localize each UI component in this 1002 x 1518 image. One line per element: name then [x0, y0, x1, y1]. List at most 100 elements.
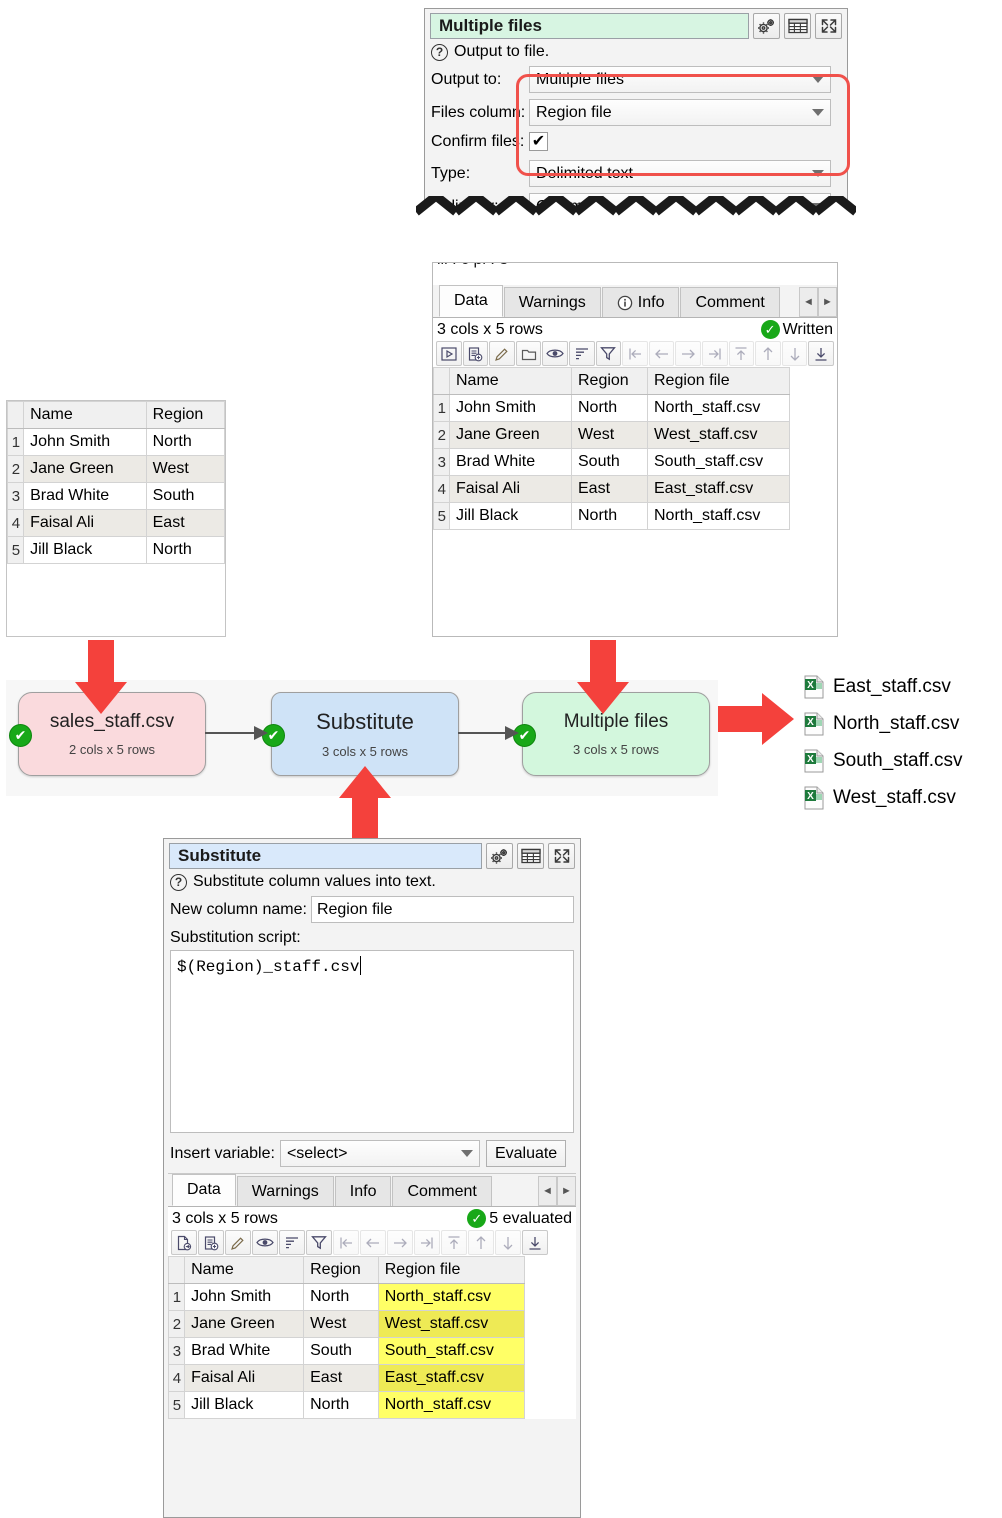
cell-region-file[interactable]: South_staff.csv — [377, 1337, 526, 1365]
cell-name[interactable]: Jill Black — [449, 502, 572, 530]
col-header-region[interactable]: Region — [571, 367, 648, 395]
cell-name[interactable]: Brad White — [23, 482, 147, 510]
cell-name[interactable]: Jane Green — [23, 455, 147, 483]
top-icon[interactable] — [441, 1230, 467, 1255]
cell-region[interactable]: South — [571, 448, 648, 476]
cell-region[interactable]: South — [303, 1337, 379, 1365]
files-column-select[interactable]: Region file — [529, 99, 831, 126]
edit-icon[interactable] — [489, 341, 515, 366]
table-row[interactable]: 1 John Smith North North_staff.csv — [433, 394, 790, 422]
paste-add-icon[interactable] — [462, 341, 489, 366]
table-row[interactable]: 2 Jane Green West West_staff.csv — [167, 1310, 526, 1338]
tab-scroll-right-icon[interactable]: ► — [557, 1176, 576, 1206]
expand-icon[interactable] — [815, 13, 842, 39]
cell-name[interactable]: Jane Green — [184, 1310, 305, 1338]
cell-region[interactable]: North — [303, 1391, 379, 1419]
cell-name[interactable]: John Smith — [184, 1283, 305, 1311]
gears-icon[interactable] — [486, 843, 513, 869]
cell-region[interactable]: North — [571, 394, 648, 422]
right-icon[interactable] — [675, 341, 701, 366]
tab-info[interactable]: Info — [334, 1176, 392, 1206]
flow-node-multiple-files[interactable]: Multiple files 3 cols x 5 rows ✔ — [513, 692, 710, 776]
filter-icon[interactable] — [595, 341, 622, 366]
cell-name[interactable]: Jane Green — [449, 421, 572, 449]
bottom-icon[interactable] — [522, 1230, 548, 1255]
cell-region[interactable]: North — [571, 502, 648, 530]
substitute-title-field[interactable]: Substitute — [169, 843, 482, 869]
table-row[interactable]: 3 Brad White South South_staff.csv — [167, 1337, 526, 1365]
table-row[interactable]: 4 Faisal Ali East East_staff.csv — [433, 475, 790, 503]
last-right-icon[interactable] — [414, 1230, 440, 1255]
cell-region-file[interactable]: North_staff.csv — [377, 1391, 526, 1419]
source-data-grid[interactable]: Name Region 1 John Smith North 2 Jane Gr… — [7, 401, 225, 564]
expand-icon[interactable] — [548, 843, 575, 869]
folder-icon[interactable] — [515, 341, 542, 366]
tab-warnings[interactable]: Warnings — [236, 1176, 334, 1206]
col-header-region-file[interactable]: Region file — [377, 1256, 526, 1284]
cell-region[interactable]: North — [303, 1283, 379, 1311]
cell-region[interactable]: North — [145, 536, 225, 564]
cell-name[interactable]: Faisal Ali — [184, 1364, 305, 1392]
top-icon[interactable] — [728, 341, 755, 366]
gears-icon[interactable] — [753, 13, 780, 39]
output-panel-title-field[interactable]: Multiple files — [430, 13, 749, 39]
bottom-icon[interactable] — [808, 341, 834, 366]
cell-region-file[interactable]: North_staff.csv — [647, 502, 790, 530]
table-row[interactable]: 2 Jane Green West West_staff.csv — [433, 421, 790, 449]
cell-region-file[interactable]: East_staff.csv — [377, 1364, 526, 1392]
output-file-item[interactable]: X East_staff.csv — [804, 675, 951, 699]
down-icon[interactable] — [495, 1230, 521, 1255]
table-row[interactable]: 1 John Smith North North_staff.csv — [167, 1283, 526, 1311]
up-icon[interactable] — [755, 341, 781, 366]
table-row[interactable]: 3 Brad White South South_staff.csv — [433, 448, 790, 476]
tab-comment[interactable]: Comment — [680, 287, 780, 317]
up-icon[interactable] — [468, 1230, 494, 1255]
run-icon[interactable] — [436, 341, 462, 366]
cell-region-file[interactable]: South_staff.csv — [647, 448, 790, 476]
col-header-name[interactable]: Name — [184, 1256, 305, 1284]
cell-region[interactable]: East — [145, 509, 225, 537]
paste-add-icon[interactable] — [198, 1230, 224, 1255]
right-icon[interactable] — [387, 1230, 413, 1255]
table-row[interactable]: 4 Faisal Ali East — [7, 509, 225, 537]
table-icon[interactable] — [784, 13, 811, 39]
left-icon[interactable] — [360, 1230, 386, 1255]
table-row[interactable]: 5 Jill Black North North_staff.csv — [433, 502, 790, 530]
col-header-region[interactable]: Region — [303, 1256, 379, 1284]
tab-data[interactable]: Data — [439, 285, 503, 317]
table-row[interactable]: 1 John Smith North — [7, 428, 225, 456]
table-row[interactable]: 5 Jill Black North North_staff.csv — [167, 1391, 526, 1419]
cell-name[interactable]: Brad White — [449, 448, 572, 476]
table-icon[interactable] — [517, 843, 544, 869]
cell-name[interactable]: Jill Black — [23, 536, 147, 564]
col-header-name[interactable]: Name — [449, 367, 572, 395]
table-row[interactable]: 5 Jill Black North — [7, 536, 225, 564]
tab-scroll-left-icon[interactable]: ◄ — [799, 287, 818, 317]
table-row[interactable]: 4 Faisal Ali East East_staff.csv — [167, 1364, 526, 1392]
sort-icon[interactable] — [568, 341, 595, 366]
tab-warnings[interactable]: Warnings — [503, 287, 601, 317]
eye-icon[interactable] — [542, 341, 568, 366]
cell-region-file[interactable]: West_staff.csv — [377, 1310, 526, 1338]
cell-region-file[interactable]: North_staff.csv — [377, 1283, 526, 1311]
confirm-files-checkbox[interactable]: ✔ — [529, 132, 548, 151]
table-row[interactable]: 3 Brad White South — [7, 482, 225, 510]
edit-icon[interactable] — [225, 1230, 251, 1255]
help-icon[interactable]: ? — [431, 43, 448, 61]
flow-node-substitute[interactable]: Substitute 3 cols x 5 rows ✔ — [262, 692, 459, 776]
filter-icon[interactable] — [306, 1230, 332, 1255]
output-file-item[interactable]: X South_staff.csv — [804, 749, 963, 773]
cell-region[interactable]: West — [303, 1310, 379, 1338]
flow-node-sales-staff-csv[interactable]: sales_staff.csv 2 cols x 5 rows ✔ — [9, 692, 206, 776]
cell-name[interactable]: Brad White — [184, 1337, 305, 1365]
cell-name[interactable]: Faisal Ali — [449, 475, 572, 503]
cell-name[interactable]: Faisal Ali — [23, 509, 147, 537]
substitute-data-grid[interactable]: Name Region Region file 1 John Smith Nor… — [167, 1256, 526, 1419]
cell-region-file[interactable]: West_staff.csv — [647, 421, 790, 449]
first-left-icon[interactable] — [333, 1230, 359, 1255]
cell-region[interactable]: South — [145, 482, 225, 510]
last-right-icon[interactable] — [701, 341, 728, 366]
output-file-item[interactable]: X West_staff.csv — [804, 786, 956, 810]
new-file-icon[interactable] — [171, 1230, 197, 1255]
evaluate-button[interactable]: Evaluate — [485, 1140, 567, 1167]
